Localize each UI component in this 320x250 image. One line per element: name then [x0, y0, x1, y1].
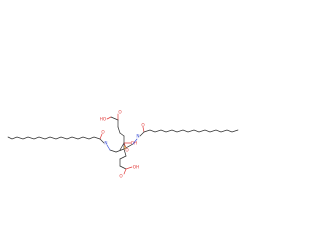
upper-carbonyl-oxygen-label: O [118, 110, 122, 115]
lower-carboxyl-arm: O OH [119, 158, 139, 179]
right-amide-oxygen-label: O [141, 123, 145, 128]
right-stearoyl-chain: N O [136, 123, 239, 139]
left-stearoyl-chain: N O [7, 130, 111, 151]
central-phosphorus-group: P [109, 135, 138, 160]
lower-hydroxyl-label: OH [133, 165, 139, 170]
molecule-structure-diagram: O OH HO O P N O N O [7, 110, 239, 179]
phosphorus-label: P [124, 146, 127, 151]
left-nitrogen-label: N [104, 141, 107, 146]
lower-carbonyl-oxygen-label: O [119, 174, 123, 179]
acetate-oxygen-label: O [125, 148, 129, 153]
upper-hydroxyl-label: HO [100, 117, 107, 122]
upper-carboxyl-arm: HO O [100, 110, 125, 137]
left-amide-oxygen-label: O [101, 130, 105, 135]
right-nitrogen-label: N [136, 134, 139, 139]
